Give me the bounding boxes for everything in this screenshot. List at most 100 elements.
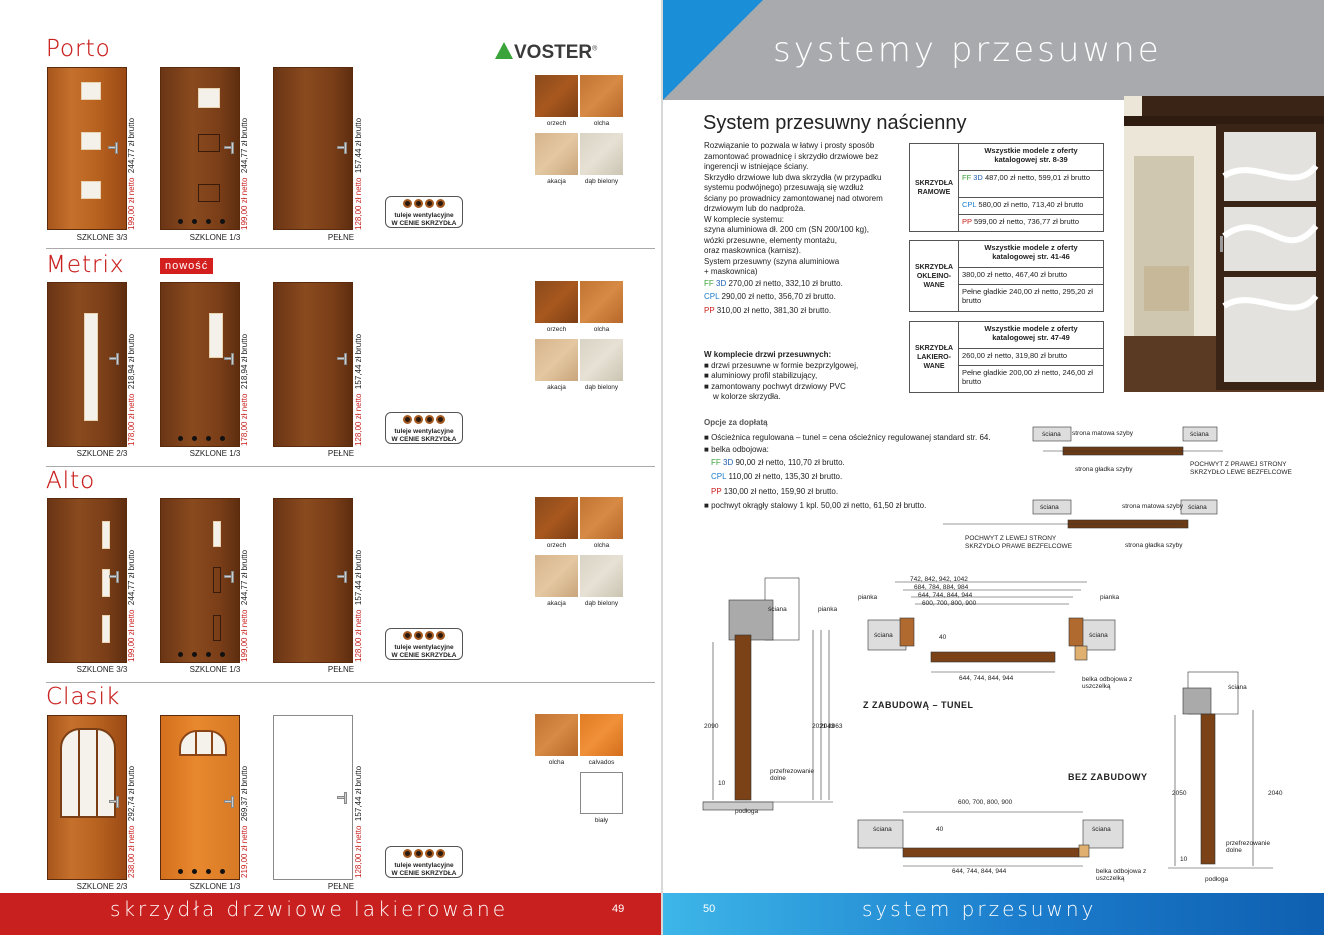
handle-icon	[337, 146, 345, 149]
dim-label: 644, 744, 844, 944	[918, 592, 973, 599]
swatch-dab-bielony	[580, 133, 623, 175]
dim-label: 2063	[828, 723, 843, 730]
diagram-heading-bez-zabudowy: BEZ ZABUDOWY	[1068, 772, 1148, 782]
door-label: PEŁNE	[327, 449, 355, 458]
swatch-label: olcha	[548, 759, 565, 766]
door-alto-szklone-3-3	[47, 498, 127, 663]
handle-icon	[109, 357, 117, 360]
door-glass	[102, 615, 110, 643]
new-badge: nowość	[160, 258, 214, 274]
swatch-olcha	[580, 281, 623, 323]
swatch-label: dąb bielony	[584, 384, 619, 391]
section-title-clasik: Clasik	[46, 684, 121, 710]
door-label: SZKLONE 1/3	[189, 882, 241, 891]
handle-icon	[224, 800, 232, 803]
door-label: SZKLONE 3/3	[76, 665, 128, 674]
diagram-label: strona gładka szyby	[1125, 542, 1183, 549]
swatch-label: akacja	[547, 178, 566, 185]
vent-icon	[220, 436, 225, 441]
diagram-label: ściana	[1228, 684, 1247, 691]
diagram-label: ściana	[768, 606, 787, 613]
vent-icon	[206, 219, 211, 224]
door-porto-szklone-1-3	[160, 67, 240, 230]
handle-icon	[337, 796, 345, 799]
door-label: PEŁNE	[327, 233, 355, 242]
diagram-label: podłoga	[735, 808, 759, 815]
left-footer-bar	[0, 893, 661, 935]
door-price: 178,00 zł netto 218,94 zł brutto	[240, 333, 249, 446]
door-glass	[84, 313, 98, 421]
door-price: 199,00 zł netto 244,77 zł brutto	[240, 117, 249, 230]
diagram-label: ściana	[874, 632, 893, 639]
swatch-label: olcha	[593, 120, 610, 127]
handle-icon	[224, 146, 232, 149]
door-label: SZKLONE 1/3	[189, 233, 241, 242]
door-alto-szklone-1-3	[160, 498, 240, 663]
door-clasik-szklone-1-3	[160, 715, 240, 880]
door-panel	[198, 184, 220, 202]
left-footer-title: skrzydła drzwiowe lakierowane	[110, 897, 509, 921]
door-panel	[213, 567, 221, 593]
diagram-label: strona matowa szyby	[1072, 430, 1134, 437]
vent-icon	[206, 436, 211, 441]
door-price: 219,00 zł netto 269,37 zł brutto	[240, 765, 249, 878]
door-glass	[102, 521, 110, 549]
vent-icon	[192, 652, 197, 657]
door-glass	[81, 181, 101, 199]
dim-label: 2090	[704, 723, 719, 730]
door-metrix-szklone-2-3	[47, 282, 127, 447]
door-glass	[198, 88, 220, 108]
door-metrix-pelne	[273, 282, 353, 447]
swatch-akacja	[535, 133, 578, 175]
swatch-dab-bielony	[580, 339, 623, 381]
door-price: 199,00 zł netto 244,77 zł brutto	[240, 549, 249, 662]
diagram-label: strona matowa szyby	[1122, 503, 1184, 510]
swatch-label: dąb bielony	[584, 600, 619, 607]
diagram-label: pianka	[1100, 594, 1120, 601]
dim-label: 684, 784, 884, 984	[914, 584, 969, 591]
door-label: SZKLONE 2/3	[76, 882, 128, 891]
swatch-label: olcha	[593, 542, 610, 549]
divider	[46, 248, 655, 249]
diagram-label: przefrezowanie dolne	[1226, 840, 1271, 854]
diagram-label: pianka	[858, 594, 878, 601]
door-price: 128,00 zł netto 157,44 zł brutto	[354, 333, 363, 446]
page-number: 49	[612, 903, 625, 915]
dim-label: 2021	[812, 723, 827, 730]
dim-label: 2050	[1172, 790, 1187, 797]
diagram-label: ściana	[873, 826, 892, 833]
swatch-akacja	[535, 555, 578, 597]
diagram-label: strona gładka szyby	[1075, 466, 1133, 473]
door-glass	[179, 730, 227, 756]
door-porto-szklone-3-3	[47, 67, 127, 230]
diagram-label: pianka	[818, 606, 838, 613]
door-label: PEŁNE	[327, 882, 355, 891]
vent-icon	[192, 219, 197, 224]
section-title-porto: Porto	[46, 36, 111, 62]
diagram-label: belka odbojowa z uszczelką	[1096, 868, 1147, 882]
diagram-label: POCHWYT Z PRAWEJ STRONY	[1190, 461, 1287, 468]
swatch-bialy	[580, 772, 623, 814]
swatch-olcha	[580, 497, 623, 539]
diagram-label: ściana	[1188, 504, 1207, 511]
door-metrix-szklone-1-3	[160, 282, 240, 447]
door-clasik-szklone-2-3	[47, 715, 127, 880]
price-table-ramowe: SKRZYDŁA RAMOWE Wszystkie modele z ofert…	[909, 143, 1104, 232]
dim-label: 2043	[820, 723, 835, 730]
door-glass	[81, 82, 101, 100]
dim-label: 600, 700, 800, 900	[922, 600, 977, 607]
swatch-olcha	[580, 75, 623, 117]
vent-icon	[206, 869, 211, 874]
dim-label: 742, 842, 942, 1042	[910, 576, 968, 583]
diagram-label: przefrezowanie dolne	[770, 768, 815, 782]
logo-triangle-icon	[495, 42, 513, 59]
vent-icon	[178, 219, 183, 224]
dim-label: 10	[718, 780, 726, 787]
dim-label: 10	[1180, 856, 1188, 863]
dim-label: 644, 744, 844, 944	[959, 675, 1014, 682]
door-label: PEŁNE	[327, 665, 355, 674]
kit-list: W komplecie drzwi przesuwnych: ■ drzwi p…	[704, 350, 859, 401]
right-header: systemy przesuwne	[663, 0, 1324, 100]
